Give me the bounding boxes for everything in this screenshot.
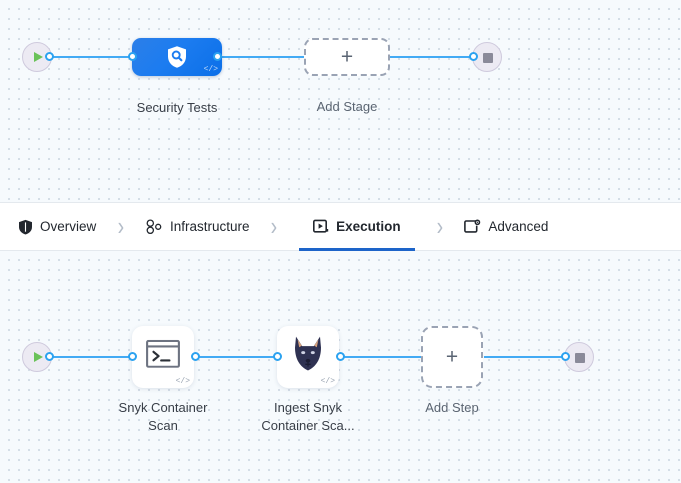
tab-advanced[interactable]: Advanced (464, 203, 548, 251)
play-icon (34, 52, 43, 62)
end-node-input-port[interactable] (469, 52, 478, 61)
stage-output-port[interactable] (213, 52, 222, 61)
play-box-icon (313, 219, 329, 234)
terminal-icon (146, 339, 180, 373)
step-end-input-port[interactable] (561, 352, 570, 361)
stop-icon (483, 53, 493, 63)
step2-label: Ingest Snyk Container Sca... (261, 400, 355, 433)
step-node-ingest-snyk-container-scan[interactable]: </> (277, 326, 339, 388)
play-icon (34, 352, 43, 362)
wire-addstage-to-end (387, 56, 479, 58)
step-node-snyk-container-scan[interactable]: </> (132, 326, 194, 388)
tab-execution[interactable]: Execution (299, 203, 415, 251)
tab-separator-1: › (117, 212, 125, 241)
wire-start-to-step1 (48, 356, 138, 358)
tab-infrastructure[interactable]: Infrastructure (146, 203, 250, 251)
tab-separator-2: › (271, 212, 278, 241)
add-stage-label: Add Stage (316, 99, 378, 114)
add-stage-button[interactable]: + (304, 38, 390, 76)
wire-step2-to-addstep (340, 356, 422, 358)
stage-label: Security Tests (136, 100, 218, 115)
shield-icon (18, 219, 33, 235)
stop-icon (575, 353, 585, 363)
wire-stage-to-addstage (216, 56, 311, 58)
tab-separator-3: › (436, 212, 443, 241)
add-step-button[interactable]: + (421, 326, 483, 388)
stage-node-security-tests[interactable]: </> (132, 38, 222, 76)
stage-code-badge: </> (203, 65, 218, 74)
step-code-badge: </> (175, 377, 190, 386)
step-canvas[interactable]: </> Snyk Container Scan </> (0, 251, 681, 483)
step-code-badge: </> (320, 377, 335, 386)
plus-icon: + (445, 345, 459, 369)
step1-label: Snyk Container Scan (118, 400, 208, 433)
step1-input-port[interactable] (128, 352, 137, 361)
tab-infrastructure-label: Infrastructure (169, 219, 250, 234)
step2-output-port[interactable] (336, 352, 345, 361)
step-start-output-port[interactable] (45, 352, 54, 361)
tab-advanced-label: Advanced (488, 219, 549, 234)
wire-step1-to-step2 (195, 356, 283, 358)
shield-search-icon (166, 45, 188, 69)
tab-overview[interactable]: Overview (18, 203, 96, 251)
step1-output-port[interactable] (191, 352, 200, 361)
add-step-label: Add Step (425, 400, 479, 415)
tab-overview-label: Overview (40, 219, 97, 234)
plus-icon: + (340, 45, 354, 69)
stage-config-tabs: Overview › Infrastructure › (0, 202, 681, 251)
wire-addstep-to-end (484, 356, 570, 358)
stage-input-port[interactable] (128, 52, 137, 61)
wire-start-to-stage (48, 56, 138, 58)
stage-canvas[interactable]: </> Security Tests + Add Stage (0, 0, 681, 202)
cluster-icon (146, 218, 163, 235)
card-gear-icon (464, 218, 481, 235)
start-node-output-port[interactable] (45, 52, 54, 61)
step2-input-port[interactable] (273, 352, 282, 361)
tab-execution-label: Execution (336, 219, 401, 234)
snyk-dog-icon (292, 336, 324, 377)
